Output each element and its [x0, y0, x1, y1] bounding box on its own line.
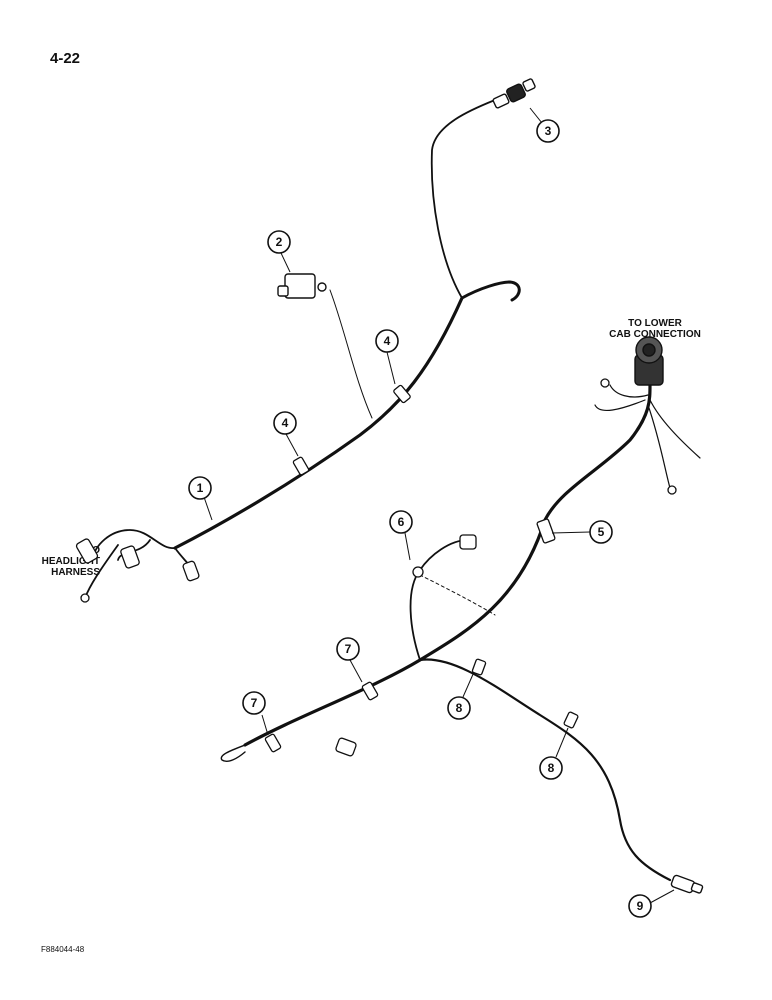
wire-to-solenoid [329, 289, 373, 419]
callout-7: 7 [242, 691, 266, 715]
svg-text:8: 8 [548, 761, 555, 775]
callout-8: 8 [447, 696, 471, 720]
headlight-label-line2: HEADLIGHT [41, 556, 100, 567]
svg-text:8: 8 [456, 701, 463, 715]
figure-code: F884044-48 [41, 945, 85, 954]
harness-connectors-icon [75, 378, 677, 757]
svg-text:4: 4 [384, 334, 391, 348]
svg-text:7: 7 [345, 642, 352, 656]
upper-harness-main-wire [173, 296, 464, 550]
starter-solenoid-icon [277, 273, 327, 299]
lower-harness-left-pigtail [220, 744, 246, 762]
ground-dashed-wire [419, 574, 496, 616]
page-number: 4-22 [50, 50, 81, 67]
svg-text:7: 7 [251, 696, 258, 710]
callout-9: 9 [628, 894, 652, 918]
upper-harness-pigtail [460, 280, 521, 302]
cab-connection-wires [594, 384, 701, 489]
cab-label-line2: CAB CONNECTION [609, 329, 701, 340]
callout-7: 7 [336, 637, 360, 661]
to-lower-cab-connection-label: TO LOWER CAB CONNECTION [595, 318, 715, 340]
upper-harness-branch-to-sender [430, 99, 496, 299]
svg-text:2: 2 [276, 235, 283, 249]
headlight-label-line3: HARNESS [51, 567, 100, 578]
lower-harness-main-wire [243, 383, 652, 747]
callout-2: 2 [267, 230, 291, 254]
sender-connector-top-icon [492, 78, 536, 109]
svg-text:6: 6 [398, 515, 405, 529]
cab-connector-icon [634, 336, 664, 386]
callout-4: 4 [375, 329, 399, 353]
cab-label-line1: TO LOWER [628, 318, 682, 329]
svg-text:4: 4 [282, 416, 289, 430]
svg-text:9: 9 [637, 899, 644, 913]
callout-8: 8 [539, 756, 563, 780]
lower-harness-branch-to-sender [418, 658, 672, 882]
svg-text:5: 5 [598, 525, 605, 539]
callout-6: 6 [389, 510, 413, 534]
callout-1: 1 [188, 476, 212, 500]
callout-3: 3 [536, 119, 560, 143]
lower-harness-branch-to-item6 [409, 539, 469, 661]
harness-clips-icon [264, 384, 579, 753]
callout-5: 5 [589, 520, 613, 544]
svg-text:3: 3 [545, 124, 552, 138]
callout-4: 4 [273, 411, 297, 435]
svg-text:1: 1 [197, 481, 204, 495]
lower-sender-icon [670, 874, 704, 894]
